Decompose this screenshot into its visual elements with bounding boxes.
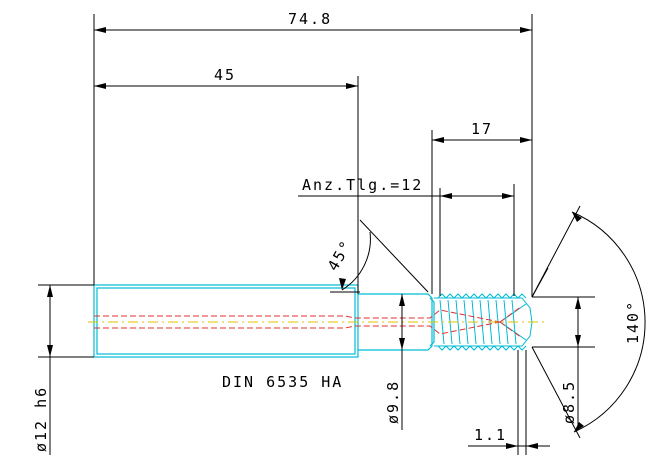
dim-text-overall-length: 74.8 (288, 10, 332, 28)
shank (93, 284, 359, 358)
dim-chamfer-arc (341, 231, 371, 291)
coolant-channel (94, 305, 523, 339)
dim-text-chamfer-angle: 45° (324, 236, 356, 274)
dim-text-neck-diameter: ø9.8 (384, 380, 402, 424)
dim-text-shank-diameter: ø12 h6 (32, 386, 50, 452)
dim-text-thread-length: 17 (471, 120, 493, 138)
dim-point-angle-arc (571, 211, 646, 433)
dim-text-point-angle: 140° (624, 300, 642, 344)
dim-text-tip-diameter: ø8.5 (560, 380, 578, 424)
designation-label: DIN 6535 HA (222, 373, 343, 391)
dim-text-shank-length: 45 (214, 66, 236, 84)
dimension-lines (38, 14, 646, 455)
dim-text-tip-offset: 1.1 (474, 426, 507, 444)
tool-body (93, 284, 533, 358)
dim-text-tooth-count: Anz.Tlg.=12 (302, 176, 423, 194)
